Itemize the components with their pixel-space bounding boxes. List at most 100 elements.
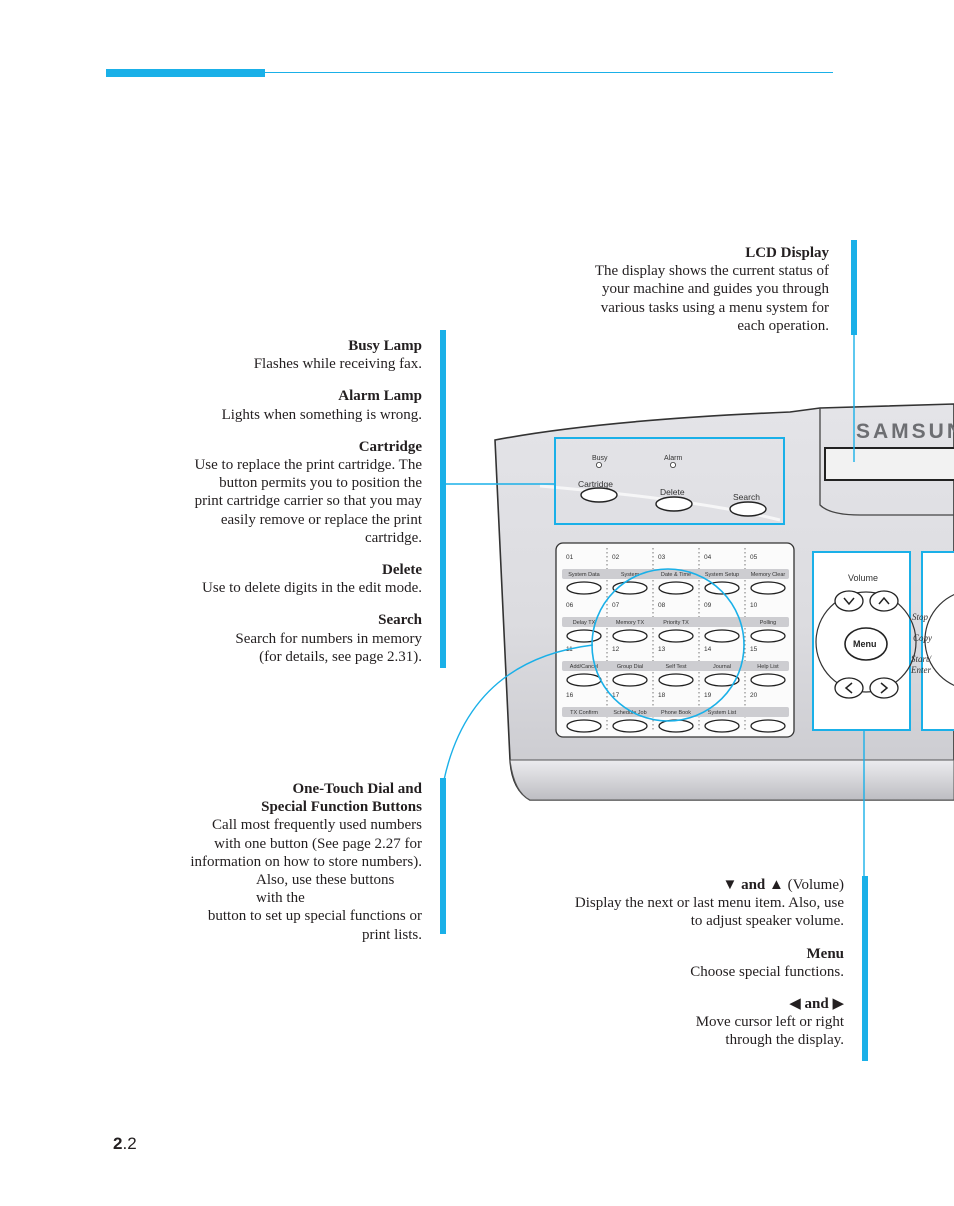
cursor-title: ◀ and ▶ (789, 996, 844, 1013)
onetouch-button[interactable] (658, 629, 694, 643)
onetouch-number: 09 (704, 602, 712, 609)
start-label: Start/ (911, 654, 933, 664)
chevron-left-icon (844, 682, 853, 694)
delete-desc: Use to delete digits in the edit mode. (202, 580, 422, 597)
cursor-callout: ◀ and ▶ Move cursor left or right throug… (524, 995, 844, 1050)
onetouch-button[interactable] (612, 673, 648, 687)
copy-label: Copy (913, 633, 932, 643)
onetouch-function-label: Memory Clear (751, 572, 786, 578)
volume-down-button[interactable] (834, 590, 864, 612)
onetouch-number: 14 (704, 646, 712, 653)
search-desc: Search for numbers in memory (235, 630, 422, 647)
onetouch-button[interactable] (750, 673, 786, 687)
onetouch-button[interactable] (750, 629, 786, 643)
onetouch-button[interactable] (750, 719, 786, 733)
lcd-callout-bar (851, 240, 857, 335)
onetouch-function-label: Phone Book (661, 710, 691, 716)
chevron-down-icon (843, 597, 855, 606)
onetouch-button[interactable] (658, 673, 694, 687)
onetouch-number: 13 (658, 646, 666, 653)
onetouch-button[interactable] (704, 673, 740, 687)
cursor-right-button[interactable] (869, 677, 899, 699)
search-button[interactable] (729, 501, 767, 517)
menu-callout: Menu Choose special functions. (524, 945, 844, 981)
onetouch-function-label: Date & Time (661, 572, 691, 578)
volume-callout: ▼ and ▲ (Volume) Display the next or las… (524, 876, 844, 931)
onetouch-button[interactable] (658, 719, 694, 733)
cartridge-desc: Use to replace the print cartridge. The (194, 457, 422, 474)
onetouch-button[interactable] (566, 581, 602, 595)
onetouch-function-label: System Data (568, 572, 600, 578)
alarm-lamp-led (670, 461, 677, 468)
onetouch-button[interactable] (704, 719, 740, 733)
onetouch-function-label: Group Dial (617, 664, 643, 670)
onetouch-function-label: Memory TX (616, 620, 645, 626)
onetouch-number: 05 (750, 554, 758, 561)
onetouch-number: 01 (566, 554, 574, 561)
enter-label: Enter (910, 665, 931, 675)
onetouch-function-label: Delay TX (573, 620, 596, 626)
onetouch-label-band (562, 617, 789, 627)
onetouch-button[interactable] (750, 581, 786, 595)
alarm-lamp-callout: Alarm Lamp Lights when something is wron… (122, 387, 422, 423)
brand-logo: SAMSUN (856, 420, 954, 443)
busy-lamp-led (596, 461, 603, 468)
onetouch-function-label: Journal (713, 664, 731, 670)
cartridge-desc: cartridge. (364, 529, 422, 546)
delete-button-label: Delete (660, 487, 685, 497)
delete-callout: Delete Use to delete digits in the edit … (122, 561, 422, 597)
cartridge-button[interactable] (580, 487, 618, 503)
lcd-screen (824, 447, 954, 481)
onetouch-button[interactable] (612, 629, 648, 643)
lcd-line: various tasks using a menu system for (600, 299, 829, 316)
start-copy-highlight (921, 551, 954, 731)
nav-ring (815, 591, 917, 693)
onetouch-number: 18 (658, 692, 666, 699)
onetouch-button[interactable] (566, 629, 602, 643)
busy-lamp-label: Busy (592, 455, 608, 462)
cartridge-desc: print cartridge carrier so that you may (194, 493, 422, 510)
cartridge-callout: Cartridge Use to replace the print cartr… (122, 438, 422, 547)
cartridge-button-label: Cartridge (578, 479, 613, 489)
volume-up-button[interactable] (869, 590, 899, 612)
onetouch-callout-bar (440, 778, 446, 934)
onetouch-desc: print lists. (361, 926, 422, 943)
header-accent-bar (106, 69, 265, 77)
onetouch-number: 03 (658, 554, 666, 561)
onetouch-title: One-Touch Dial and (292, 781, 423, 797)
onetouch-button[interactable] (612, 719, 648, 733)
onetouch-function-label: Help List (757, 664, 779, 670)
bottom-callout-bar (862, 876, 868, 1061)
left-callouts: Busy Lamp Flashes while receiving fax. A… (122, 337, 422, 666)
onetouch-function-label: Schedule Job (613, 710, 646, 716)
delete-button[interactable] (655, 496, 693, 512)
onetouch-button[interactable] (566, 719, 602, 733)
onetouch-number: 07 (612, 602, 620, 609)
onetouch-number: 10 (750, 602, 758, 609)
busy-lamp-desc: Flashes while receiving fax. (253, 356, 422, 373)
lamp-button-highlight (554, 437, 785, 525)
cursor-desc: through the display. (725, 1032, 844, 1049)
lcd-line: The display shows the current status of (594, 263, 829, 280)
onetouch-button[interactable] (566, 673, 602, 687)
left-callout-bar (440, 330, 446, 668)
onetouch-number: 08 (658, 602, 666, 609)
onetouch-function-label: System List (708, 710, 737, 716)
onetouch-label-band (562, 569, 789, 579)
cursor-left-button[interactable] (834, 677, 864, 699)
search-callout: Search Search for numbers in memory (for… (122, 611, 422, 666)
onetouch-number: 17 (612, 692, 620, 699)
lcd-title: LCD Display (745, 245, 829, 261)
volume-desc: to adjust speaker volume. (690, 913, 844, 930)
onetouch-callout: One-Touch Dial and Special Function Butt… (122, 780, 422, 944)
menu-desc: Choose special functions. (690, 963, 844, 980)
onetouch-desc: with one button (See page 2.27 for (214, 835, 422, 852)
menu-button[interactable] (844, 627, 888, 661)
onetouch-number: 06 (566, 602, 574, 609)
onetouch-button[interactable] (658, 581, 694, 595)
onetouch-button[interactable] (704, 629, 740, 643)
onetouch-desc: Call most frequently used numbers (212, 817, 422, 834)
onetouch-desc: button to set up special functions or (207, 908, 422, 925)
bottom-callouts: ▼ and ▲ (Volume) Display the next or las… (524, 876, 844, 1050)
